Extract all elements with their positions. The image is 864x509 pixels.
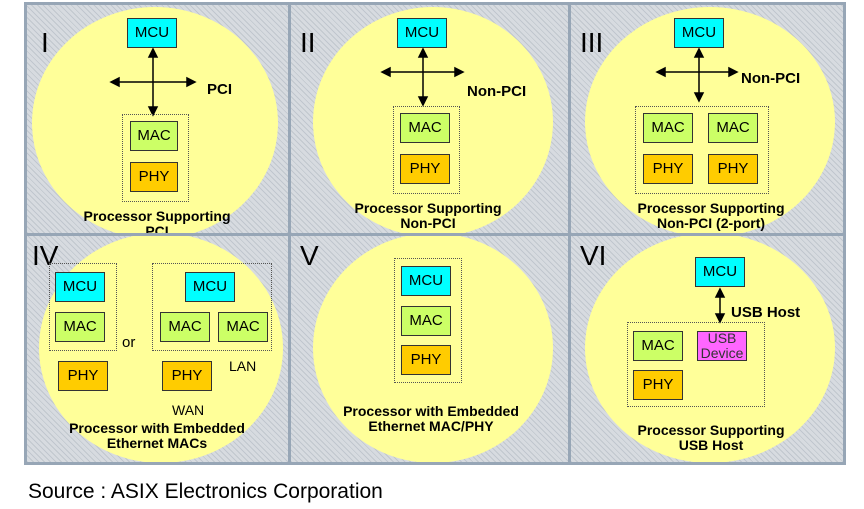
panel-2: II MCU Non-PCI MAC PHY Processor Support… (291, 5, 568, 233)
panel-3-chip-outline (635, 106, 769, 194)
panel-4-mac-3: MAC (218, 312, 268, 342)
panel-4-chip-outline-left (49, 263, 117, 351)
panel-2-bus-label: Non-PCI (467, 83, 527, 100)
panel-2-caption: Processor Supporting Non-PCI (354, 200, 502, 231)
panel-6-number: VI (580, 240, 607, 271)
panel-1-phy: PHY (130, 162, 178, 192)
panel-2-bus-arrows (380, 47, 465, 107)
panel-4: IV MCU MAC or MCU MAC MAC PHY PHY LAN WA… (27, 236, 288, 462)
panel-5-phy: PHY (401, 345, 451, 375)
panel-1-bus-arrows (109, 47, 197, 117)
diagram-grid: I MCU PCI MAC PHY Processor Supporting P… (24, 2, 846, 465)
panel-4-phy-1: PHY (58, 361, 108, 391)
panel-4-wan-label: WAN (172, 402, 205, 418)
panel-6-usb-arrow (714, 287, 726, 324)
panel-3-phy-1: PHY (643, 154, 693, 184)
panel-5: V MCU MAC PHY Processor with Embedded Et… (291, 236, 568, 462)
panel-5-caption: Processor with Embedded Ethernet MAC/PHY (343, 403, 519, 434)
source-credit: Source : ASIX Electronics Corporation (28, 480, 383, 503)
panel-6-chip-outline (627, 322, 765, 407)
panel-3-caption: Processor Supporting Non-PCI (2-port) (637, 200, 785, 231)
panel-1-caption: Processor Supporting PCI (83, 208, 231, 233)
panel-3-mac-1: MAC (643, 113, 693, 143)
panel-4-mac-1: MAC (55, 312, 105, 342)
panel-2-mac: MAC (400, 113, 450, 143)
panel-3-bus-arrows (655, 47, 739, 103)
panel-1: I MCU PCI MAC PHY Processor Supporting P… (27, 5, 288, 233)
panel-1-mcu: MCU (127, 18, 177, 48)
panel-5-mcu: MCU (401, 266, 451, 296)
panel-4-or-label: or (122, 334, 136, 351)
panel-1-bus-label: PCI (207, 81, 233, 98)
panel-3-number: III (580, 27, 604, 58)
panel-6-phy: PHY (633, 370, 683, 400)
panel-6-mac: MAC (633, 331, 683, 361)
panel-2-mcu: MCU (397, 18, 447, 48)
panel-1-chip-outline (122, 114, 189, 202)
panel-3-phy-2: PHY (708, 154, 758, 184)
panel-4-phy-2: PHY (162, 361, 212, 391)
panel-4-number: IV (32, 240, 59, 271)
panel-4-mac-2: MAC (160, 312, 210, 342)
panel-3-mac-2: MAC (708, 113, 758, 143)
panel-1-mac: MAC (130, 121, 178, 151)
panel-2-phy: PHY (400, 154, 450, 184)
panel-4-mcu-2: MCU (185, 272, 235, 302)
panel-5-chip-outline (394, 258, 462, 383)
panel-5-mac: MAC (401, 306, 451, 336)
panel-4-caption: Processor with Embedded Ethernet MACs (69, 420, 245, 451)
panel-6-mcu: MCU (695, 257, 745, 287)
panel-3-bus-label: Non-PCI (741, 70, 801, 87)
panel-4-mcu-1: MCU (55, 272, 105, 302)
panel-4-chip-outline-right (152, 263, 272, 351)
panel-6: VI MCU USB Host MAC USB Device PHY Proce… (571, 236, 843, 462)
panel-1-number: I (41, 27, 49, 58)
panel-6-bus-label: USB Host (731, 304, 801, 321)
panel-5-number: V (300, 240, 319, 271)
panel-3-mcu: MCU (674, 18, 724, 48)
panel-3: III MCU Non-PCI MAC MAC PHY PHY Processo… (571, 5, 843, 233)
panel-2-number: II (300, 27, 316, 58)
panel-6-caption: Processor Supporting USB Host (637, 422, 785, 453)
panel-4-lan-label: LAN (229, 358, 257, 374)
panel-6-usb-device: USB Device (697, 331, 747, 361)
panel-2-chip-outline (393, 106, 460, 194)
